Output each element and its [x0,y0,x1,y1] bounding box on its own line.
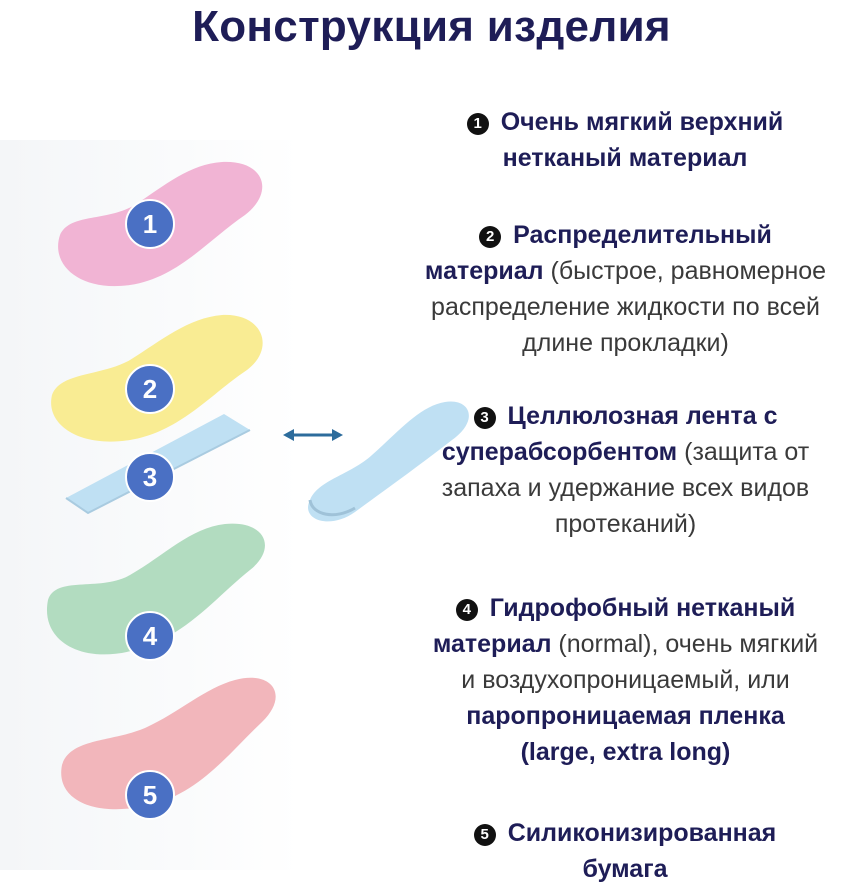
layer-4-badge-number: 4 [143,621,158,651]
item-2-text1: (быстрое, равномерное [543,257,827,285]
layer-3-badge-number: 3 [143,462,157,492]
item-2-marker: 2 [479,226,502,248]
layer-1-badge-number: 1 [143,209,157,239]
layer-5-shape [61,677,276,810]
item-3-text2: запаха и удержание всех видов [441,474,810,502]
item-1-marker: 1 [466,113,489,135]
layer-2-badge-number: 2 [143,374,157,404]
layer-4-shape [46,523,265,655]
item-2-bold1: Распределительный [513,221,772,249]
page-title: Конструкция изделия [192,2,671,51]
layer-3-edge [65,429,251,515]
item-4-bold4: (large, extra long) [520,738,731,766]
item-5-marker: 5 [473,824,496,846]
item-3-text1: (защита от [677,438,810,466]
item-4-bold2: материал [432,630,552,658]
item-3-bold1: Целлюлозная лента с [507,402,778,430]
layer-3-badge: 3 [125,452,175,502]
item-5-bold1: Силиконизированная [507,819,777,847]
item-2-text2: распределение жидкости по всей [431,293,820,321]
layer-4-badge: 4 [125,611,175,661]
detached-strip-edge [308,499,356,517]
item-5-bold2: бумага [582,855,668,883]
item-3-text3: протеканий) [554,510,697,538]
item-2-text3: длине прокладки) [522,329,729,357]
item-1: 1 Очень мягкий верхний нетканый материал [390,104,860,176]
item-2-bold2: материал [424,257,544,285]
layer-5-badge-number: 5 [143,780,157,810]
item-1-bold1: Очень мягкий верхний [500,108,784,136]
layer-2-badge: 2 [125,364,175,414]
item-4: 4 Гидрофобный нетканый материал (normal),… [388,590,863,770]
double-arrow-icon [283,429,343,441]
item-4-bold3: паропроницаемая пленка [466,702,785,730]
layer-1-badge: 1 [125,199,175,249]
item-4-text2: и воздухопроницаемый, или [461,666,790,694]
item-3-marker: 3 [473,407,496,429]
item-3: 3 Целлюлозная лента с суперабсорбентом (з… [388,398,863,542]
item-1-bold2: нетканый материал [502,144,748,172]
item-2: 2 Распределительный материал (быстрое, ра… [388,217,863,361]
item-4-text1: (normal), очень мягкий [551,630,819,658]
item-5: 5 Силиконизированная бумага [390,815,860,887]
item-4-marker: 4 [455,599,478,621]
detached-strip-shape [308,401,469,522]
item-3-bold2: суперабсорбентом [441,438,678,466]
item-4-bold1: Гидрофобный нетканый [489,594,796,622]
layer-5-badge: 5 [125,770,175,820]
